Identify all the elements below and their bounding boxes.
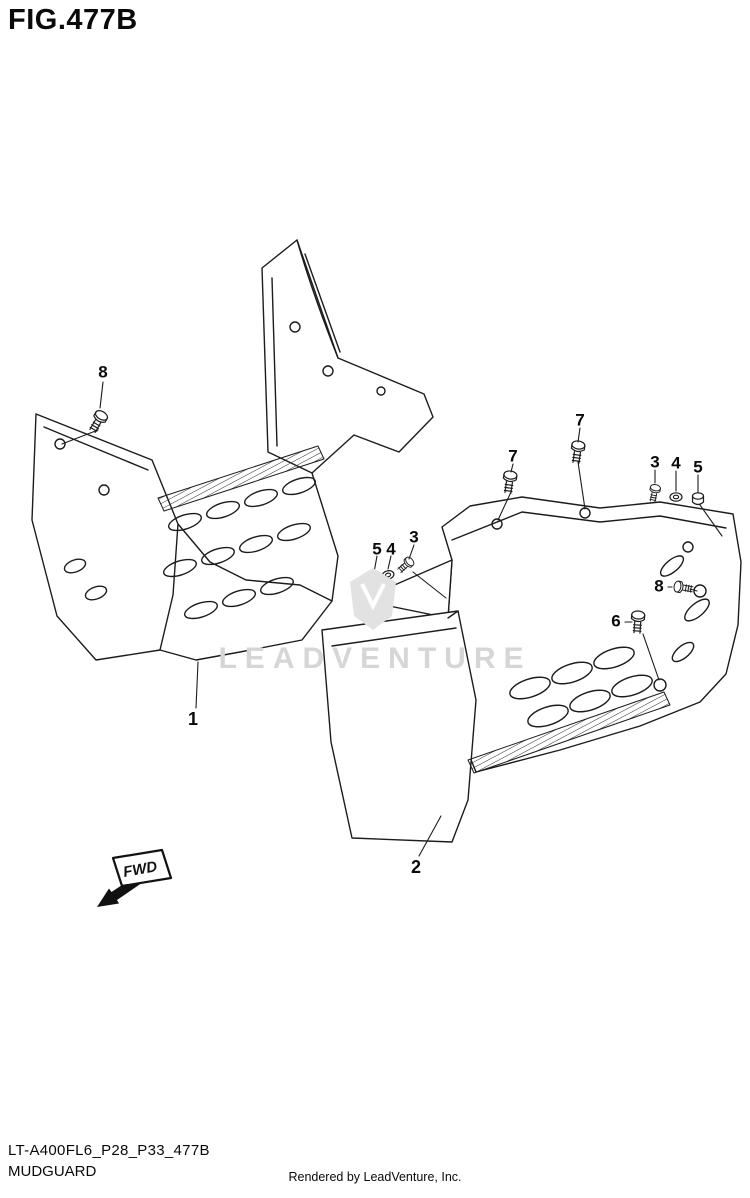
leadventure-watermark-text: LEADVENTURE — [218, 642, 531, 675]
callout-7-right[interactable]: 7 — [575, 410, 585, 430]
callout-3-mid[interactable]: 3 — [409, 527, 419, 547]
part-ref-1[interactable]: 1 — [187, 709, 199, 729]
screw-icon-7-left — [500, 469, 519, 495]
callout-8-upper-left[interactable]: 8 — [98, 362, 108, 382]
part-code: LT-A400FL6_P28_P33_477B — [8, 1142, 210, 1159]
mudguard-right-art — [321, 496, 742, 843]
callout-8-right[interactable]: 8 — [654, 576, 664, 596]
footer-left: LT-A400FL6_P28_P33_477B MUDGUARD — [8, 1142, 210, 1180]
tread-serration-left — [157, 445, 325, 512]
callout-7-left[interactable]: 7 — [508, 446, 518, 466]
part-ref-2[interactable]: 2 — [410, 857, 422, 877]
figure-title: FIG.477B — [8, 4, 138, 36]
callout-3-upper-right[interactable]: 3 — [650, 452, 660, 472]
callout-5-upper-right[interactable]: 5 — [693, 457, 703, 477]
fwd-arrow-label: FWD — [97, 848, 173, 907]
callout-5-mid[interactable]: 5 — [372, 539, 382, 559]
callout-6[interactable]: 6 — [611, 611, 621, 631]
screw-icon-7-right — [568, 439, 587, 465]
tread-serration-right — [467, 691, 671, 774]
render-credit: Rendered by LeadVenture, Inc. — [288, 1170, 462, 1184]
leadventure-watermark: LEADVENTURE — [218, 568, 531, 675]
fwd-label-box — [111, 848, 173, 888]
callout-4-upper-right[interactable]: 4 — [671, 453, 681, 473]
screw-icon-3-upper-right — [647, 483, 662, 503]
leadventure-logo-icon — [350, 568, 396, 630]
mudguard-left-art — [31, 239, 434, 661]
washer-icon-4-upper-right — [669, 492, 683, 502]
callout-4-mid[interactable]: 4 — [386, 539, 396, 559]
part-name: MUDGUARD — [8, 1163, 97, 1180]
leader-lines — [61, 381, 723, 857]
fwd-label-text: FWD — [122, 858, 159, 881]
spacer-icon-5-upper-right — [691, 492, 705, 506]
